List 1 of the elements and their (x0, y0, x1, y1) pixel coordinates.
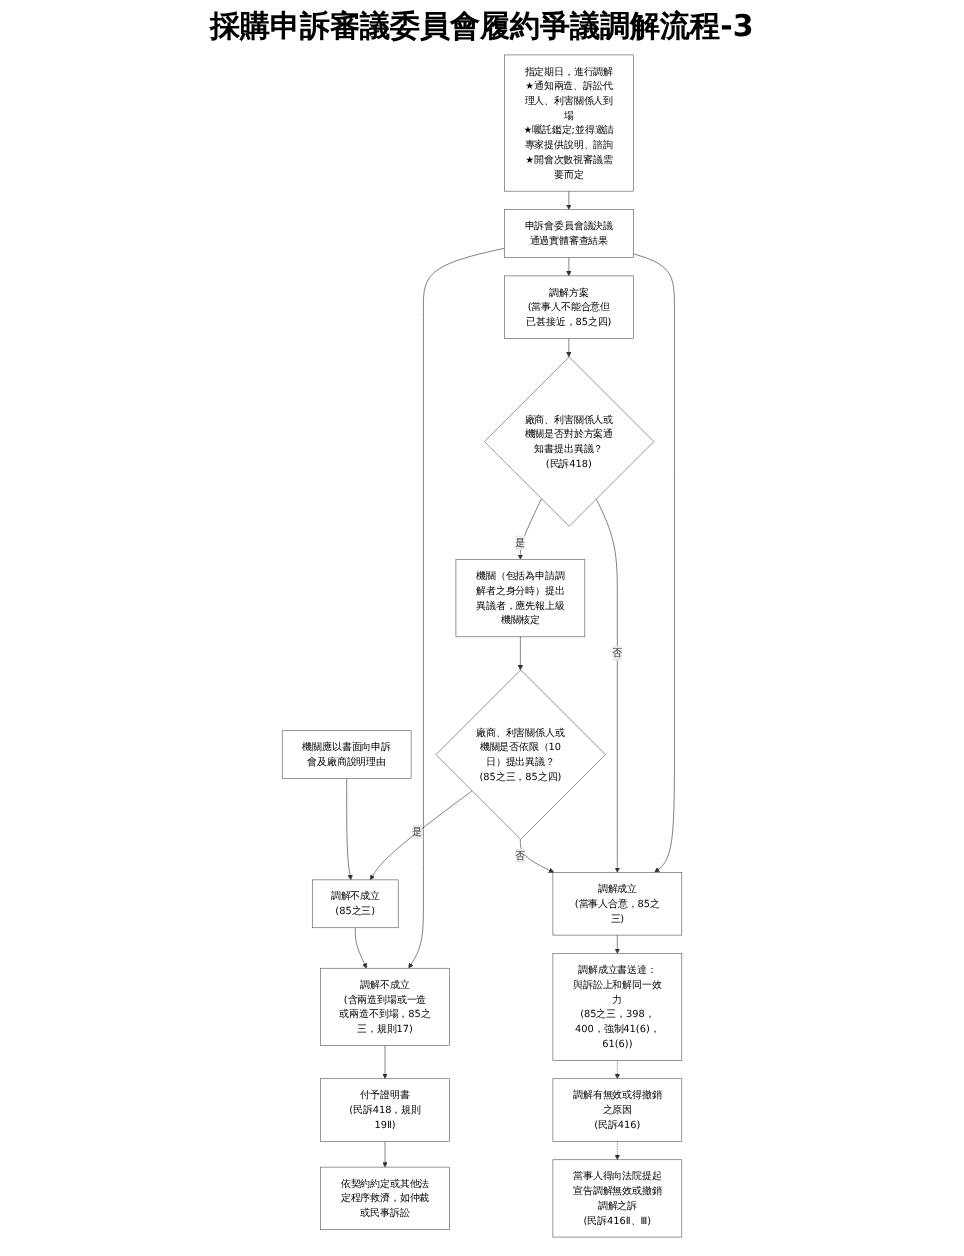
diagram-title: 採購申訴審議委員會履約爭議調解流程-3 (207, 8, 756, 46)
